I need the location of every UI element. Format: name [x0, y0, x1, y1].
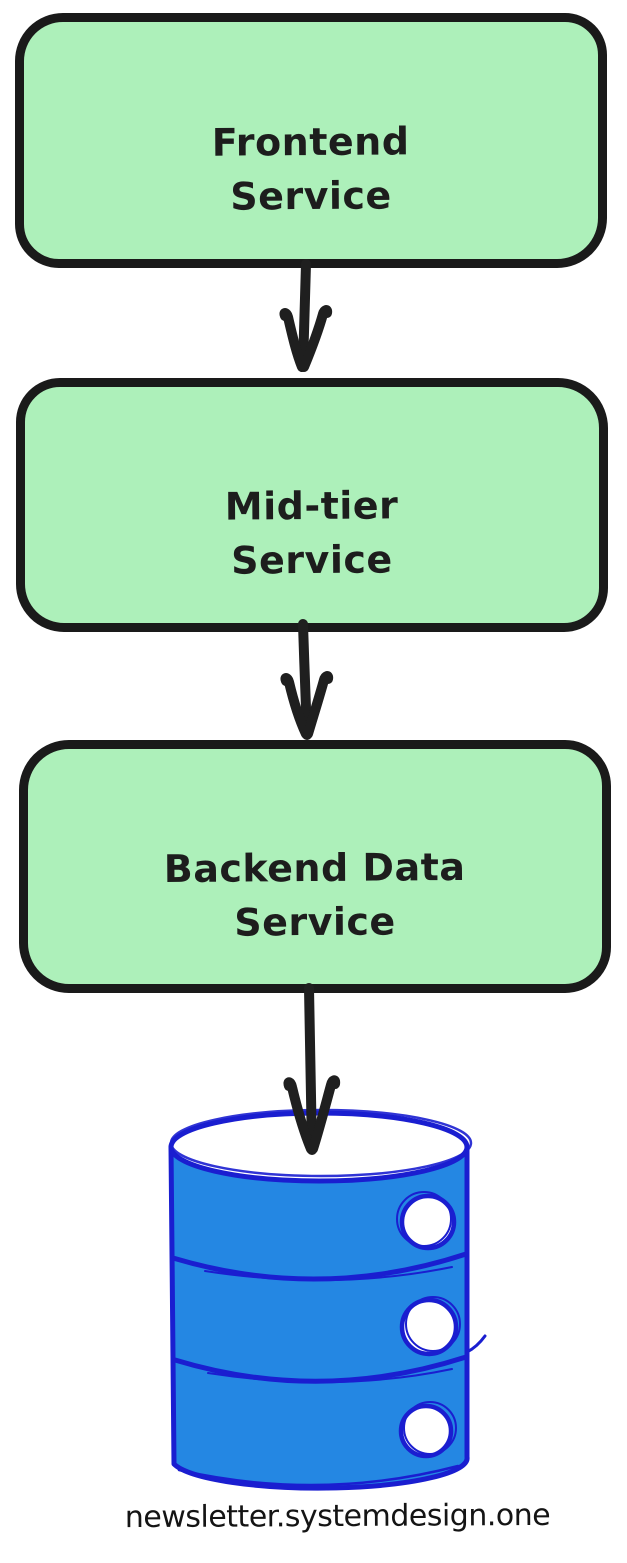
arrow-backend-to-database-icon [283, 983, 341, 1155]
arrow-frontend-to-midtier-icon [279, 259, 333, 372]
node-frontend-service-label: Frontend Service [211, 118, 410, 219]
node-backend-data-service-label: Backend Data Service [163, 844, 466, 945]
database-cylinder-icon [168, 1108, 487, 1491]
node-mid-tier-service: Mid-tier Service [16, 378, 608, 632]
arrow-midtier-to-backend-icon [280, 619, 334, 740]
node-backend-data-service: Backend Data Service [19, 740, 611, 993]
footer-caption: newsletter.systemdesign.one [124, 1497, 551, 1536]
node-mid-tier-service-label: Mid-tier Service [224, 483, 399, 583]
node-frontend-service: Frontend Service [15, 13, 607, 268]
